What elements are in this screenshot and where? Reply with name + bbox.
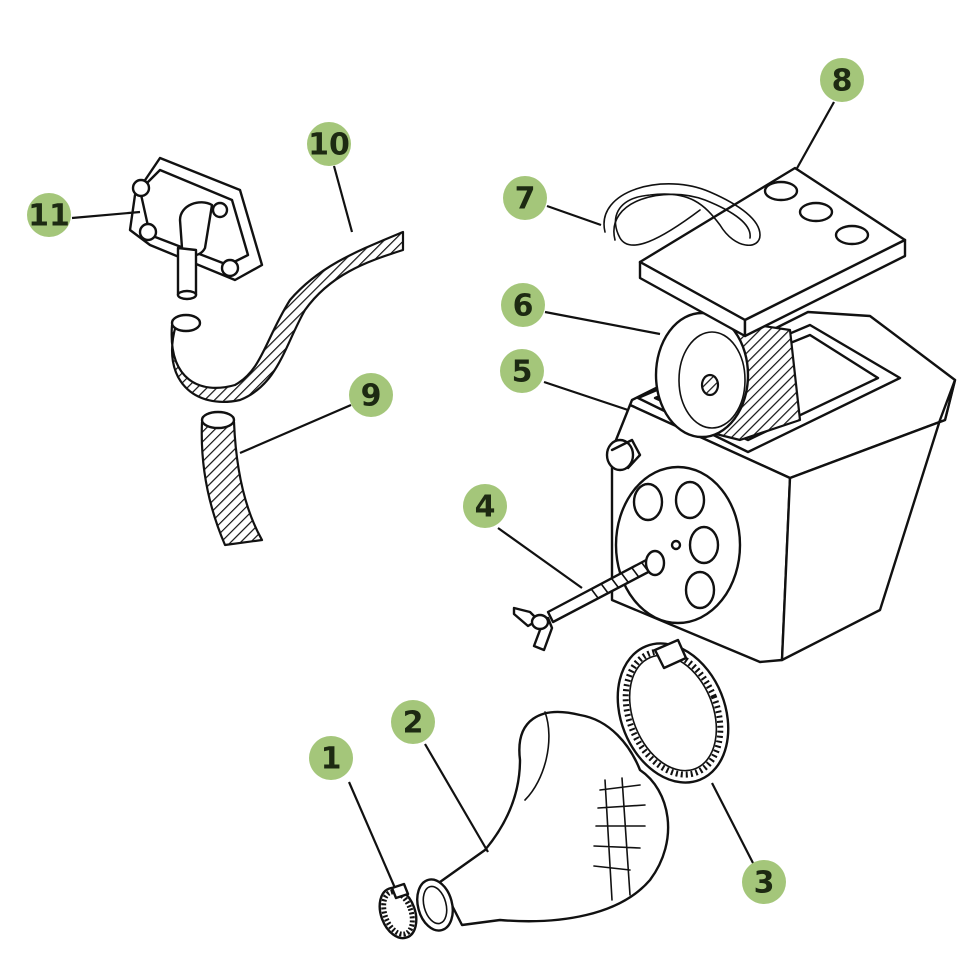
- wing-bolt: [512, 549, 666, 652]
- leader-1: [347, 781, 397, 889]
- leader-3: [711, 782, 755, 866]
- callout-9: 9: [349, 373, 393, 417]
- leader-11: [71, 210, 141, 220]
- lid-plate: [638, 166, 907, 338]
- callout-3-label: 3: [754, 866, 775, 901]
- callout-8: 8: [820, 58, 864, 102]
- callout-11-label: 11: [28, 199, 70, 234]
- leader-2: [424, 743, 489, 853]
- small-hose-clamp: [378, 882, 418, 940]
- leader-5: [543, 380, 629, 412]
- leader-8: [795, 101, 835, 171]
- callout-2: 2: [391, 700, 435, 744]
- callout-10: 10: [307, 122, 351, 166]
- curved-hose: [170, 230, 405, 403]
- callout-8-label: 8: [832, 64, 853, 99]
- intake-boot: [416, 710, 670, 932]
- callout-10-label: 10: [308, 128, 350, 163]
- valve-body: [128, 156, 264, 301]
- callout-7: 7: [503, 176, 547, 220]
- callout-1: 1: [309, 736, 353, 780]
- callout-1-label: 1: [321, 742, 342, 777]
- callout-11: 11: [27, 193, 71, 237]
- callout-4-label: 4: [475, 490, 496, 525]
- large-hose-clamp: [616, 638, 730, 784]
- straight-hose: [200, 410, 264, 547]
- rubber-strap: [603, 183, 761, 247]
- leader-6: [544, 310, 661, 336]
- leader-lines: [71, 101, 835, 889]
- callout-4: 4: [463, 484, 507, 528]
- callout-7-label: 7: [515, 182, 536, 217]
- leader-4: [497, 527, 583, 589]
- leader-7: [546, 204, 602, 227]
- callout-3: 3: [742, 860, 786, 904]
- callout-9-label: 9: [361, 379, 382, 414]
- callout-5: 5: [500, 349, 544, 393]
- leader-10: [332, 165, 354, 233]
- filter-element: [654, 311, 802, 442]
- callout-5-label: 5: [512, 355, 533, 390]
- callout-2-label: 2: [403, 706, 424, 741]
- leader-9: [239, 403, 352, 455]
- callout-6: 6: [501, 283, 545, 327]
- callout-6-label: 6: [513, 289, 534, 324]
